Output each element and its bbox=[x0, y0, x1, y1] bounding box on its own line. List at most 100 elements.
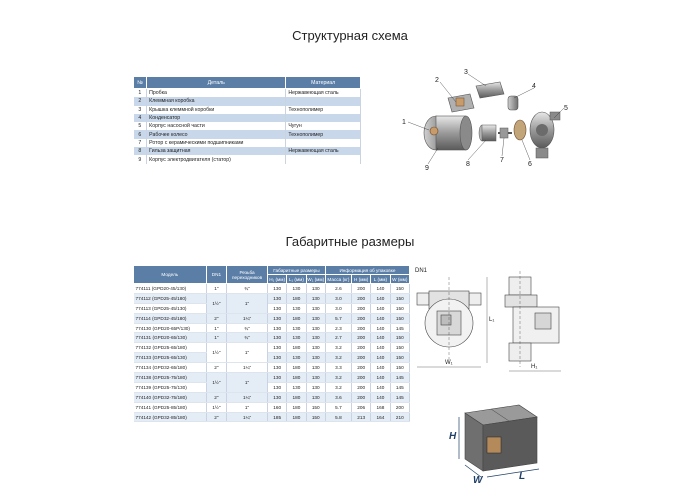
header-part: Деталь bbox=[146, 76, 287, 89]
cell-mass: 3.2 bbox=[325, 382, 353, 393]
cell-w: 150 bbox=[390, 313, 411, 324]
cell-w1: 130 bbox=[306, 362, 326, 374]
cell-dn1: 1" bbox=[206, 283, 228, 294]
part-name: Корпус электродвигателя (статор) bbox=[146, 155, 287, 164]
cell-w: 150 bbox=[390, 283, 411, 294]
part-name: Пробка bbox=[146, 88, 287, 98]
cell-w1: 130 bbox=[306, 303, 326, 314]
cell-h: 200 bbox=[351, 323, 372, 334]
packaging-box-illustration: H W L bbox=[449, 404, 540, 485]
cell-h: 200 bbox=[351, 332, 372, 344]
diagram-label-3: 3 bbox=[464, 69, 468, 76]
part-name: Клеммная коробка bbox=[146, 97, 287, 106]
cell-l: 168 bbox=[370, 402, 391, 413]
part-material: Чугун bbox=[285, 122, 361, 131]
cell-dn1: 1½" bbox=[206, 402, 228, 413]
diagram-label-5: 5 bbox=[564, 105, 568, 112]
cell-model: 774133 (GPD25-65/130) bbox=[133, 352, 207, 364]
cell-h: 200 bbox=[351, 352, 372, 364]
cell-model: 774131 (GPD20-65/130) bbox=[133, 332, 207, 344]
impeller-part bbox=[513, 119, 527, 141]
cell-model: 774142 (GPD32-85/180) bbox=[133, 412, 207, 423]
cell-h: 200 bbox=[351, 382, 372, 393]
cell-mass: 3.3 bbox=[325, 362, 353, 374]
cell-h1: 130 bbox=[267, 332, 288, 344]
cell-w1: 130 bbox=[306, 313, 326, 324]
cell-thread: ¾" bbox=[226, 283, 268, 294]
cell-h1: 160 bbox=[267, 402, 288, 413]
part-name: Конденсатор bbox=[146, 113, 287, 123]
cell-h1: 130 bbox=[267, 342, 288, 354]
cell-mass: 2.6 bbox=[325, 283, 353, 294]
parts-table-header: № Деталь Материал bbox=[132, 76, 361, 89]
cell-l1: 130 bbox=[286, 382, 307, 393]
part-material bbox=[285, 138, 361, 148]
dimensions-title: Габаритные размеры bbox=[285, 234, 415, 249]
part-number: 5 bbox=[133, 122, 148, 131]
cell-l1: 130 bbox=[286, 332, 307, 344]
cell-model: 774139 (GPD25-75/130) bbox=[133, 382, 207, 393]
dn1-label: DN1 bbox=[415, 268, 428, 274]
cell-model: 774111 (GPD20-45/130) bbox=[133, 283, 207, 294]
cell-h: 200 bbox=[351, 342, 372, 354]
cell-mass: 3.2 bbox=[325, 342, 353, 354]
cell-thread: 1" bbox=[226, 342, 268, 364]
cell-model: 774112 (GPD25-45/180) bbox=[133, 293, 207, 304]
header-l1: L₁ (мм) bbox=[286, 274, 307, 284]
cell-l: 140 bbox=[370, 313, 391, 324]
cell-mass: 3.0 bbox=[325, 293, 353, 304]
dimensions-table: Модель DN1 Резьба переходников Габаритны… bbox=[133, 265, 411, 423]
h1-label: H₁ bbox=[531, 364, 537, 370]
part-material: Технополимер bbox=[285, 130, 361, 139]
cell-w1: 130 bbox=[306, 342, 326, 354]
cell-mass: 3.2 bbox=[325, 352, 353, 364]
part-name: Ротор с керамическими подшипниками bbox=[146, 138, 287, 148]
cell-l1: 180 bbox=[286, 293, 307, 304]
dims-header-row-1: Модель DN1 Резьба переходников Габаритны… bbox=[133, 265, 411, 284]
part-number: 3 bbox=[133, 105, 148, 114]
cell-l1: 180 bbox=[286, 362, 307, 374]
cell-w: 150 bbox=[390, 362, 411, 374]
cell-w1: 130 bbox=[306, 283, 326, 294]
cell-h1: 130 bbox=[267, 323, 288, 334]
exploded-pump-diagram: 1 2 3 4 5 6 7 8 9 bbox=[402, 69, 568, 172]
cell-h1: 130 bbox=[267, 362, 288, 374]
cell-l1: 130 bbox=[286, 352, 307, 364]
cell-w: 145 bbox=[390, 323, 411, 334]
header-w: W (мм) bbox=[389, 274, 411, 284]
cell-w: 145 bbox=[390, 392, 411, 403]
cell-dn1: 1" bbox=[206, 332, 228, 344]
cell-dn1: 1½" bbox=[206, 372, 228, 393]
cell-model: 774138 (GPD25-75/180) bbox=[133, 372, 207, 383]
cell-l: 140 bbox=[370, 362, 391, 374]
part-name: Гильза защитная bbox=[146, 147, 287, 156]
cell-l: 164 bbox=[370, 412, 391, 423]
cell-h: 200 bbox=[351, 362, 372, 374]
diagram-label-7: 7 bbox=[500, 157, 504, 164]
cell-w1: 130 bbox=[306, 323, 326, 334]
cell-model: 774114 (GPD32-45/180) bbox=[133, 313, 207, 324]
l1-label: L₁ bbox=[489, 317, 494, 323]
header-packaging: Информация об упаковке bbox=[324, 265, 411, 275]
cell-l1: 180 bbox=[286, 342, 307, 354]
cell-thread: 1¼" bbox=[226, 362, 268, 374]
cell-thread: 1¼" bbox=[226, 412, 268, 423]
header-mass: Масса (кг) bbox=[324, 274, 353, 284]
cell-h: 200 bbox=[351, 303, 372, 314]
cell-l: 140 bbox=[370, 352, 391, 364]
cell-l1: 180 bbox=[286, 313, 307, 324]
cell-mass: 3.0 bbox=[325, 303, 353, 314]
header-thread: Резьба переходников bbox=[226, 265, 268, 284]
cell-l: 140 bbox=[370, 303, 391, 314]
